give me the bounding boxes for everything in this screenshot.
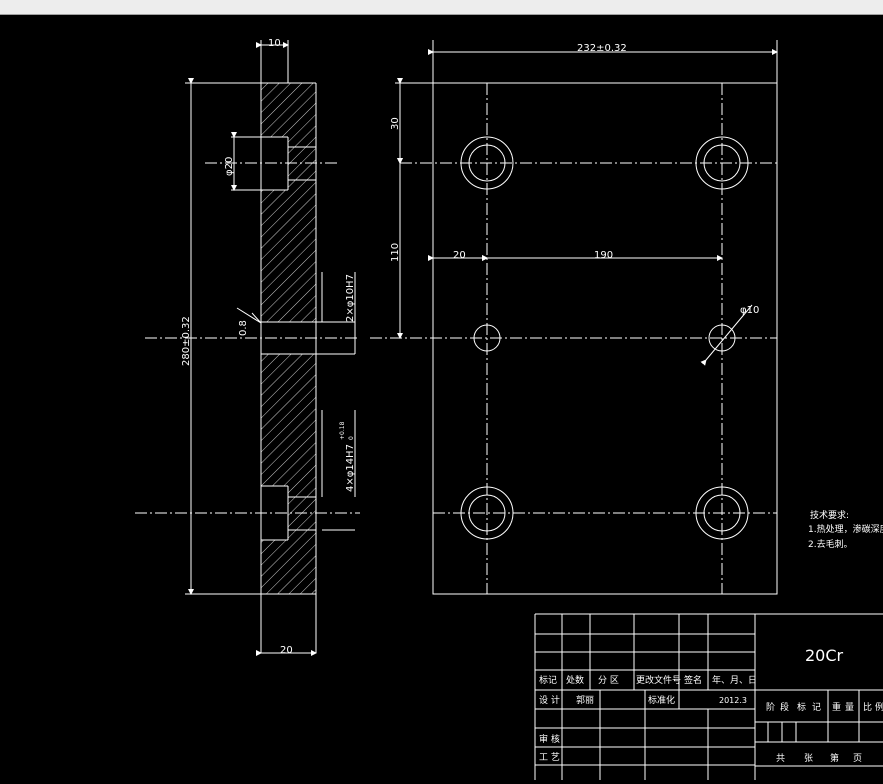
dim-pin-dia: φ10 xyxy=(740,305,759,316)
pin-hole-right xyxy=(708,324,736,352)
sheet-total-label: 共 xyxy=(776,753,785,764)
dim-pitch-horizontal: 190 xyxy=(594,250,613,261)
tech-note-1: 1.热处理，渗碳深度2 xyxy=(808,523,883,535)
hole-top-right-outer xyxy=(695,136,749,190)
hole-top-right-inner xyxy=(703,144,741,182)
review-label: 审 核 xyxy=(539,733,560,745)
hatch-area-lower xyxy=(261,354,316,486)
dim-counterbore: φ20 xyxy=(224,157,235,176)
hole-top-left-outer xyxy=(460,136,514,190)
standardization-label: 标准化 xyxy=(648,694,675,706)
hole-bottom-right-outer xyxy=(695,486,749,540)
callout-tol-lower: 0 xyxy=(348,436,355,440)
hole-top-left-inner xyxy=(468,144,506,182)
header-sign: 签名 xyxy=(684,674,702,686)
weight-label-1: 重 xyxy=(832,701,841,713)
dim-bottom-width: 20 xyxy=(280,645,293,656)
dim-top-offset: 30 xyxy=(390,117,401,130)
sheet-page-label: 页 xyxy=(853,753,862,764)
stage-label-3: 标 xyxy=(797,701,806,713)
header-date: 年、月、日 xyxy=(712,674,757,686)
designer-name: 郭丽 xyxy=(576,694,594,706)
sheet-unit-label: 张 xyxy=(804,753,813,764)
tech-notes-title: 技术要求: xyxy=(810,509,849,521)
stage-label-4: 记 xyxy=(812,702,821,713)
hole-bottom-left-inner xyxy=(468,494,506,532)
window-toolbar-strip xyxy=(0,0,883,15)
stage-label-1: 阶 xyxy=(766,701,775,713)
callout-hole-small: 2×φ10H7 xyxy=(345,274,356,322)
dim-total-height: 280±0.32 xyxy=(181,316,192,366)
header-zone: 分 区 xyxy=(598,675,619,686)
pin-hole-left xyxy=(473,324,501,352)
hatch-area-mid xyxy=(261,190,316,322)
scale-label-1: 比 xyxy=(863,701,872,713)
stage-label-2: 段 xyxy=(780,701,789,713)
callout-tol-upper: +0.18 xyxy=(339,421,346,440)
callout-hole-large: 4×φ14H7 xyxy=(345,444,356,492)
scale-label-2: 例 xyxy=(875,701,883,713)
title-block xyxy=(534,613,883,780)
hole-bottom-left-outer xyxy=(460,486,514,540)
design-date: 2012.3 xyxy=(719,696,747,705)
weight-label-2: 量 xyxy=(845,702,854,713)
sheet-index-label: 第 xyxy=(830,752,839,764)
process-label: 工 艺 xyxy=(539,752,560,763)
dim-pitch-vertical: 110 xyxy=(390,243,401,262)
header-change-doc: 更改文件号 xyxy=(636,674,681,686)
header-count: 处数 xyxy=(566,674,584,686)
hole-bottom-right-inner xyxy=(703,494,741,532)
dim-plate-width: 232±0.32 xyxy=(577,43,627,54)
roughness-value: 0.8 xyxy=(238,320,249,336)
cad-drawing-canvas[interactable]: 10 20 φ20 280±0.32 0.8 2×φ10H7 4×φ14H7 +… xyxy=(0,15,883,780)
hatch-area-upper xyxy=(261,83,316,137)
design-label: 设 计 xyxy=(539,694,560,706)
front-view xyxy=(370,40,778,595)
dim-top-width: 10 xyxy=(268,38,281,49)
dim-left-offset: 20 xyxy=(453,250,466,261)
header-mark: 标记 xyxy=(539,674,557,686)
tech-note-2: 2.去毛刺。 xyxy=(808,538,853,550)
hatch-area-bottom xyxy=(261,540,316,594)
side-section-view xyxy=(135,40,360,656)
material-label: 20Cr xyxy=(805,646,844,665)
surface-roughness-symbol xyxy=(236,307,262,324)
